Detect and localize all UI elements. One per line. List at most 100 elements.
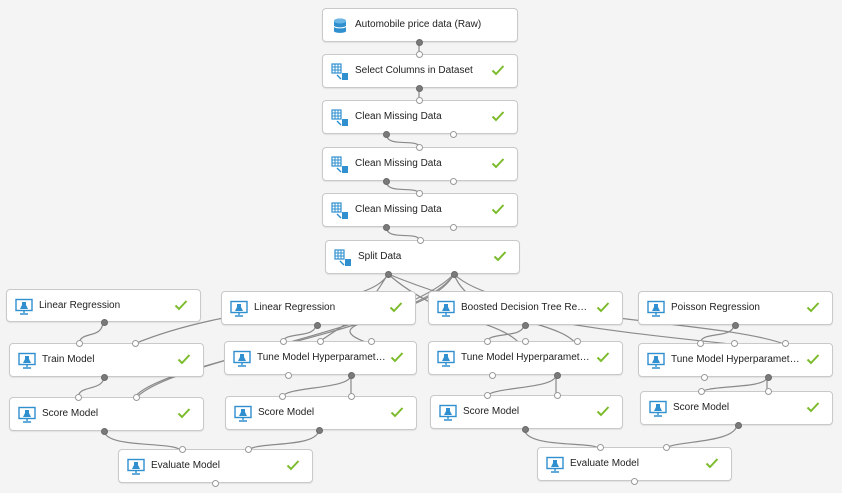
input-port-1[interactable] [698,388,705,395]
output-port[interactable] [522,426,529,433]
input-port-1[interactable] [597,444,604,451]
output-port-1[interactable] [701,374,708,381]
output-port-secondary[interactable] [450,224,457,231]
module-train-model[interactable]: Train Model [9,340,204,381]
module-label: Evaluate Model [151,460,220,471]
input-port-2[interactable] [132,340,139,347]
output-port[interactable] [735,422,742,429]
flask-monitor-icon [437,350,455,367]
checkmark-icon [177,408,191,419]
module-linear-regression-1[interactable]: Linear Regression [6,289,201,326]
module-poisson-regression[interactable]: Poisson Regression [638,291,833,329]
output-port[interactable] [416,85,423,92]
module-score-model-3[interactable]: Score Model [430,392,623,433]
module-evaluate-model-2[interactable]: Evaluate Model [537,444,732,485]
transform-grid-icon [331,63,348,80]
output-port[interactable] [101,319,108,326]
output-port[interactable] [314,322,321,329]
output-port-secondary[interactable] [450,131,457,138]
input-port-1[interactable] [697,340,704,347]
output-port-1[interactable] [385,271,392,278]
flask-monitor-icon [18,352,36,369]
module-evaluate-model-1[interactable]: Evaluate Model [118,446,313,487]
checkmark-icon [389,302,403,313]
module-score-model-1[interactable]: Score Model [9,394,204,435]
input-port-3[interactable] [782,340,789,347]
input-port-2[interactable] [245,446,252,453]
module-linear-regression-2[interactable]: Linear Regression [221,291,416,329]
output-port-1[interactable] [489,372,496,379]
module-automobile-price-data[interactable]: Automobile price data (Raw) [322,8,518,46]
input-port-1[interactable] [279,393,286,400]
input-port-1[interactable] [75,394,82,401]
flask-monitor-icon [230,300,248,317]
checkmark-icon [390,407,404,418]
output-port[interactable] [732,322,739,329]
input-port-1[interactable] [76,340,83,347]
input-port-2[interactable] [765,388,772,395]
module-tune-model-hyperparameters-3[interactable]: Tune Model Hyperparameters [638,340,833,381]
input-port[interactable] [416,144,423,151]
input-port-2[interactable] [133,394,140,401]
module-label: Select Columns in Dataset [355,65,473,76]
input-port[interactable] [416,190,423,197]
flask-monitor-icon [437,300,455,317]
input-port[interactable] [417,237,424,244]
input-port-1[interactable] [484,338,491,345]
input-port[interactable] [416,97,423,104]
module-label: Clean Missing Data [355,111,442,122]
module-clean-missing-data-2[interactable]: Clean Missing Data [322,144,518,185]
input-port-1[interactable] [280,338,287,345]
checkmark-icon [491,204,505,215]
module-tune-model-hyperparameters-2[interactable]: Tune Model Hyperparameters [428,338,623,379]
output-port-secondary[interactable] [450,178,457,185]
dataset-icon [333,18,347,33]
output-port[interactable] [383,224,390,231]
checkmark-icon [806,354,820,365]
module-select-columns[interactable]: Select Columns in Dataset [322,51,518,92]
input-port-3[interactable] [368,338,375,345]
module-clean-missing-data-3[interactable]: Clean Missing Data [322,190,518,231]
module-label: Linear Regression [39,300,121,311]
output-port[interactable] [631,478,638,485]
input-port-2[interactable] [554,392,561,399]
output-port[interactable] [212,480,219,487]
output-port[interactable] [383,178,390,185]
module-score-model-4[interactable]: Score Model [640,388,833,429]
flask-monitor-icon [647,300,665,317]
checkmark-icon [596,406,610,417]
output-port[interactable] [101,428,108,435]
input-port[interactable] [416,51,423,58]
flask-monitor-icon [649,400,667,417]
input-port-2[interactable] [522,338,529,345]
flask-monitor-icon [546,456,564,473]
input-port-3[interactable] [574,338,581,345]
output-port-1[interactable] [285,372,292,379]
output-port[interactable] [101,374,108,381]
checkmark-icon [491,158,505,169]
module-label: Score Model [42,408,99,419]
output-port-2[interactable] [451,271,458,278]
module-clean-missing-data-1[interactable]: Clean Missing Data [322,97,518,138]
output-port[interactable] [522,322,529,329]
module-boosted-decision-tree-regression[interactable]: Boosted Decision Tree Regression [428,291,623,329]
module-tune-model-hyperparameters-1[interactable]: Tune Model Hyperparameters [224,338,417,379]
input-port-2[interactable] [731,340,738,347]
output-port-2[interactable] [765,374,772,381]
input-port-2[interactable] [348,393,355,400]
input-port-1[interactable] [179,446,186,453]
input-port-2[interactable] [317,338,324,345]
output-port-2[interactable] [348,372,355,379]
checkmark-icon [596,352,610,363]
output-port[interactable] [316,427,323,434]
output-port[interactable] [416,39,423,46]
module-label: Clean Missing Data [355,158,442,169]
module-score-model-2[interactable]: Score Model [225,393,417,434]
input-port-2[interactable] [663,444,670,451]
input-port-1[interactable] [484,392,491,399]
output-port[interactable] [383,131,390,138]
module-label: Tune Model Hyperparameters [461,352,592,363]
module-label: Score Model [463,406,520,417]
output-port-2[interactable] [554,372,561,379]
module-split-data[interactable]: Split Data [325,237,520,278]
